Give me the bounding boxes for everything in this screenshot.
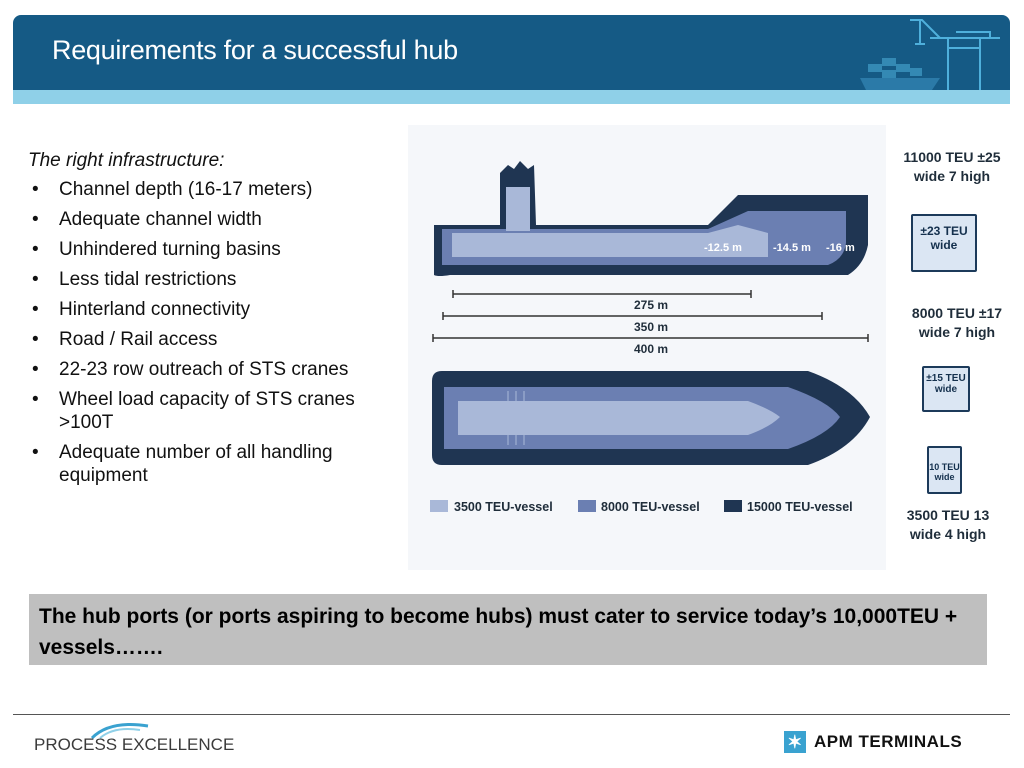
teu-section-label: 3500 TEU 13 wide 4 high (906, 507, 990, 542)
slide-title: Requirements for a successful hub (52, 35, 458, 65)
legend-swatch-small (430, 500, 448, 512)
teu-cross-section: ±15 TEU wide (922, 366, 970, 412)
vessel-profile-diagram: -12.5 m -14.5 m -16 m 275 m 350 m 400 m … (430, 161, 870, 514)
footer-divider (13, 714, 1010, 715)
teu-section-label: 8000 TEU ±17 wide 7 high (911, 305, 1003, 340)
legend-label: 15000 TEU-vessel (747, 500, 853, 514)
length-label: 350 m (634, 320, 668, 334)
depth-label: -12.5 m (704, 242, 742, 254)
list-item: Wheel load capacity of STS cranes >100T (28, 388, 408, 434)
footer-brand-right: ✶ APM TERMINALS (784, 731, 962, 753)
list-item: Channel depth (16-17 meters) (28, 178, 408, 201)
length-label: 275 m (634, 298, 668, 312)
vessel-side-small (452, 225, 768, 257)
vessel-size-infographic: -12.5 m -14.5 m -16 m 275 m 350 m 400 m … (408, 125, 886, 570)
list-heading: The right infrastructure: (28, 150, 225, 171)
callout-text: The hub ports (or ports aspiring to beco… (39, 605, 958, 659)
footer-brand-left: PROCESS EXCELLENCE (34, 735, 235, 754)
legend-swatch-large (724, 500, 742, 512)
apm-star-icon: ✶ (784, 731, 806, 753)
list-item: Less tidal restrictions (28, 268, 408, 291)
list-item: Adequate number of all handling equipmen… (28, 441, 408, 487)
slide-header (13, 15, 1010, 90)
depth-label: -16 m (826, 242, 855, 254)
key-message-callout: The hub ports (or ports aspiring to beco… (29, 594, 987, 665)
list-item: Adequate channel width (28, 208, 408, 231)
header-stripe (13, 90, 1010, 104)
list-item: 22-23 row outreach of STS cranes (28, 358, 408, 381)
legend-label: 3500 TEU-vessel (454, 500, 553, 514)
list-item: Unhindered turning basins (28, 238, 408, 261)
vessel-top-small (458, 401, 780, 435)
infrastructure-list: The right infrastructure: Channel depth … (28, 150, 408, 494)
teu-cross-section: ±23 TEU wide (911, 214, 977, 272)
teu-cross-section: 10 TEU wide (927, 446, 962, 494)
length-label: 400 m (634, 342, 668, 356)
list-item: Hinterland connectivity (28, 298, 408, 321)
process-excellence-logo-icon (90, 723, 149, 740)
teu-section-label: 11000 TEU ±25 wide 7 high (903, 149, 1001, 184)
port-crane-icon (860, 19, 1000, 90)
footer-brand-right-label: APM TERMINALS (814, 732, 963, 751)
list-item: Road / Rail access (28, 328, 408, 351)
legend-swatch-medium (578, 500, 596, 512)
legend-label: 8000 TEU-vessel (601, 500, 700, 514)
depth-label: -14.5 m (773, 242, 811, 254)
